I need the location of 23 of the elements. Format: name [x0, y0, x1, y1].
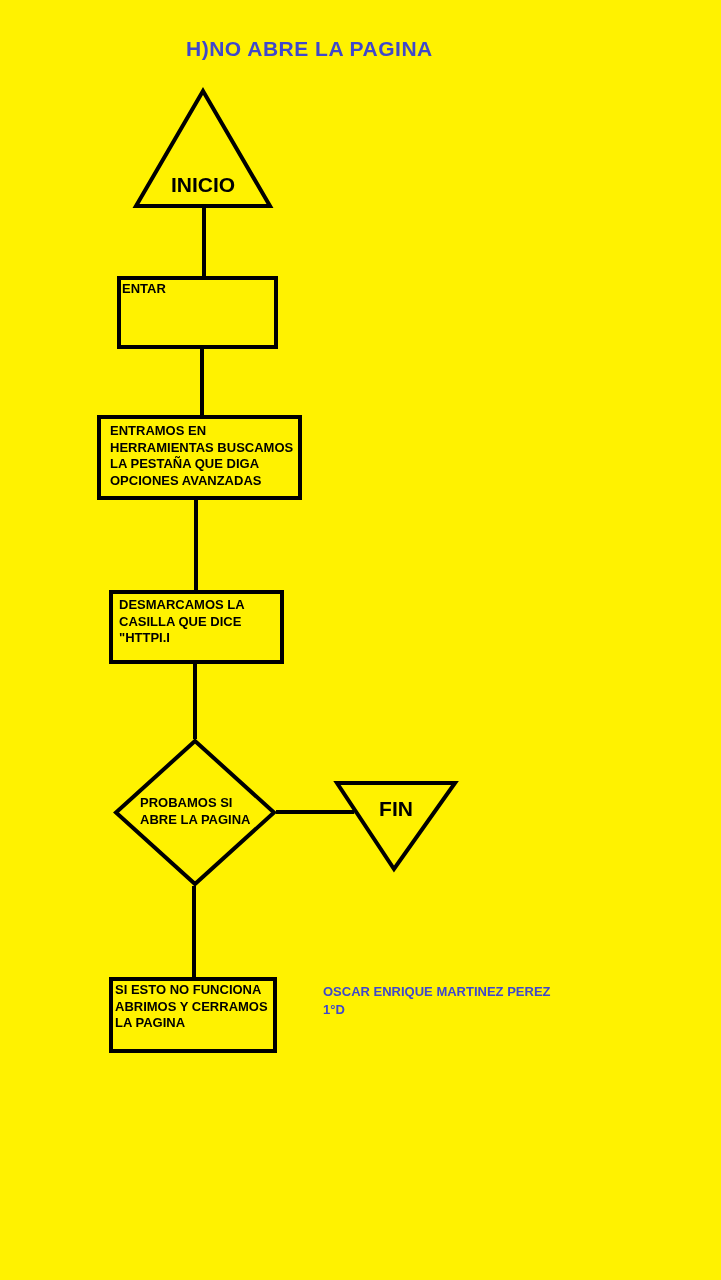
end-text: FIN	[379, 797, 413, 821]
connector-line	[202, 208, 206, 276]
step-text: ENTAR	[122, 281, 167, 298]
start-text: INICIO	[170, 173, 236, 197]
process-box	[109, 590, 284, 664]
connector-line	[200, 349, 204, 415]
step-text: DESMARCAMOS LA CASILLA QUE DICE "HTTPI.I	[119, 597, 246, 647]
step-text: ENTRAMOS EN HERRAMIENTAS BUSCAMOS LA PESTAÑA QUE DIGA OPCIONES AVANZADAS	[110, 423, 295, 489]
connector-line	[192, 886, 196, 977]
decision-text: PROBAMOS SI ABRE LA PAGINA	[140, 795, 252, 828]
step-text: SI ESTO NO FUNCIONA ABRIMOS Y CERRAMOS LA PAGINA	[115, 982, 269, 1032]
author-name: OSCAR ENRIQUE MARTINEZ PEREZ	[323, 984, 551, 999]
process-box	[97, 415, 302, 500]
decision-diamond	[113, 738, 277, 887]
diagram-title: H)NO ABRE LA PAGINA	[186, 37, 433, 61]
end-triangle	[334, 780, 458, 872]
connector-line	[193, 664, 197, 739]
start-triangle	[134, 88, 272, 209]
process-box	[109, 977, 277, 1053]
connector-line	[194, 500, 198, 590]
class-group-text: 1°D	[323, 1002, 345, 1017]
process-box	[117, 276, 278, 349]
connector-line	[276, 810, 355, 814]
